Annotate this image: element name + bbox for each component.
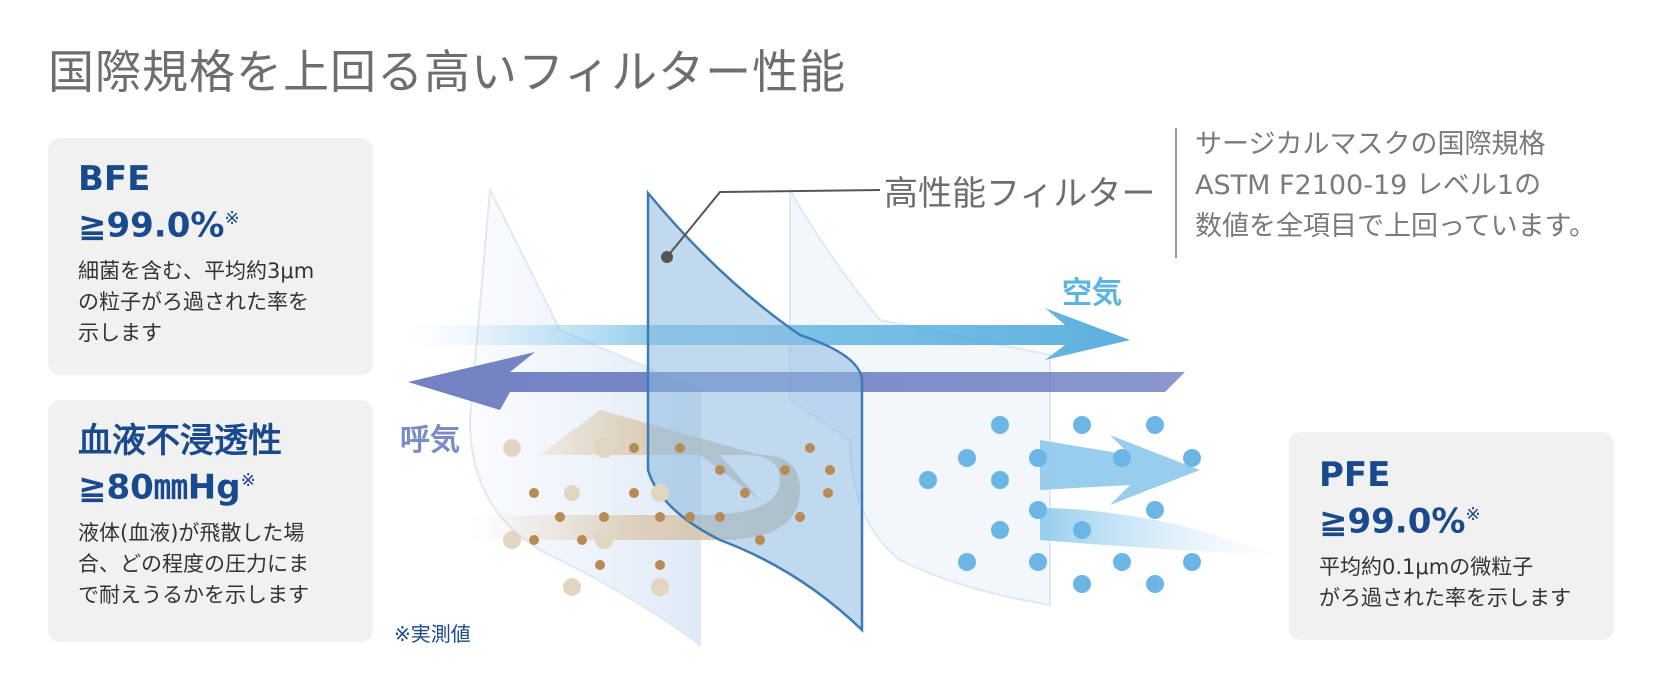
measured-value-footnote: ※実測値 (394, 618, 471, 647)
standard-note-line: 数値を全項目で上回っています。 (1195, 206, 1596, 247)
standard-note: サージカルマスクの国際規格 ASTM F2100-19 レベル1の 数値を全項目… (1195, 124, 1596, 247)
side-note-divider (1175, 128, 1177, 258)
callout-line (667, 190, 880, 257)
callout-dot (661, 251, 673, 263)
exhale-label: 呼気 (400, 415, 460, 459)
filter-callout-label: 高性能フィルター (884, 166, 1155, 215)
standard-note-line: サージカルマスクの国際規格 (1195, 124, 1596, 165)
standard-note-line: ASTM F2100-19 レベル1の (1195, 165, 1596, 206)
air-label: 空気 (1062, 268, 1122, 312)
air-flow-out (1040, 435, 1200, 505)
